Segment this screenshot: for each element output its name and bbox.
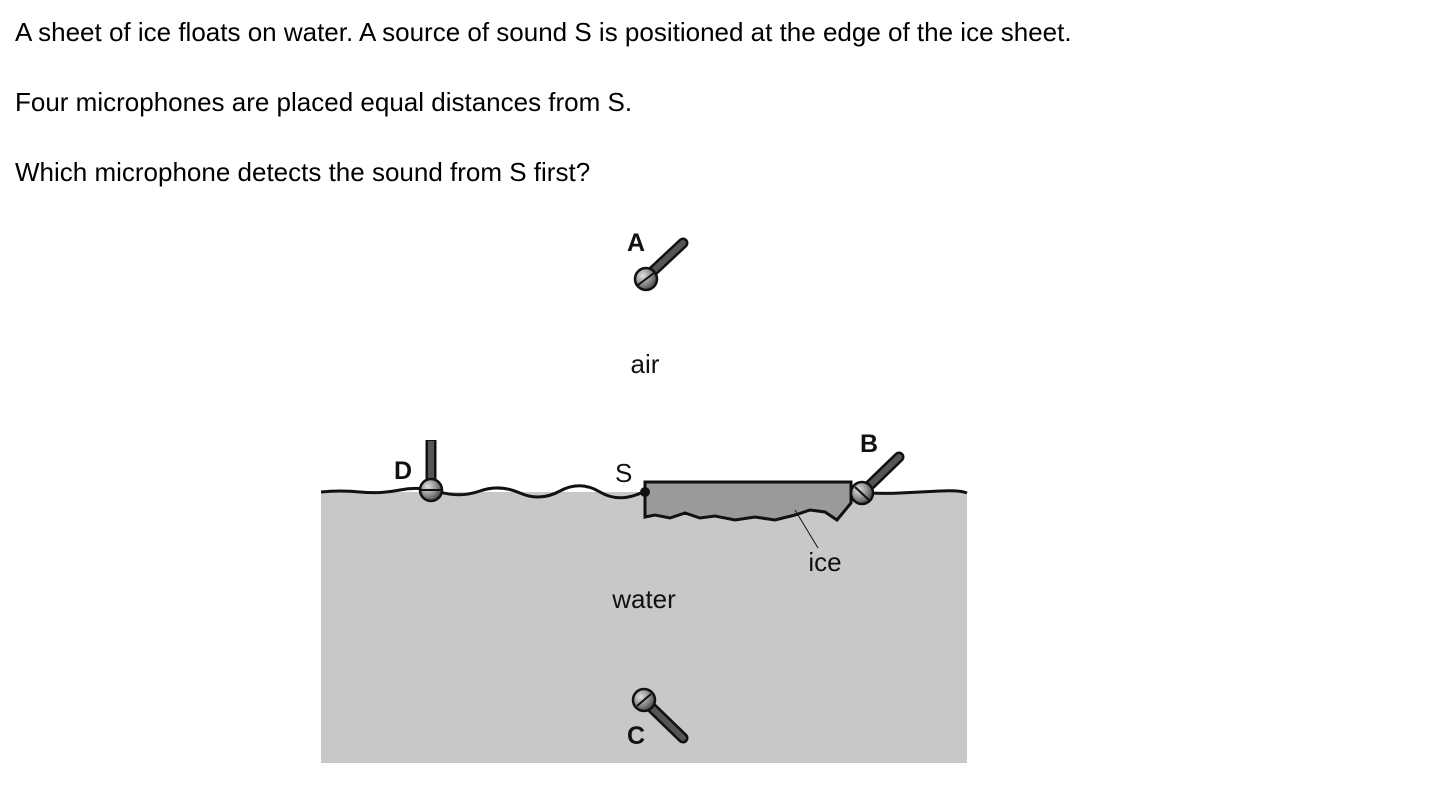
water-surface-right bbox=[850, 489, 968, 495]
microphone-a-label: A bbox=[627, 229, 645, 257]
microphone-d-label: D bbox=[394, 457, 412, 485]
question-line-3: Which microphone detects the sound from … bbox=[15, 157, 591, 187]
source-label: S bbox=[615, 458, 632, 488]
water-region bbox=[321, 492, 967, 763]
microphone-b-icon bbox=[849, 451, 905, 506]
microphone-b-label: B bbox=[860, 430, 878, 458]
microphone-d-icon bbox=[418, 440, 444, 503]
ice-leader-line bbox=[794, 509, 819, 549]
ice-label: ice bbox=[808, 547, 841, 577]
microphone-c-icon bbox=[631, 687, 689, 744]
air-label: air bbox=[631, 349, 660, 379]
question-line-2: Four microphones are placed equal distan… bbox=[15, 87, 633, 117]
microphone-a-icon bbox=[633, 237, 689, 292]
water-label: water bbox=[611, 584, 676, 614]
question-line-1: A sheet of ice floats on water. A source… bbox=[15, 17, 1072, 47]
ice-sheet bbox=[643, 480, 853, 523]
microphone-c-label: C bbox=[627, 722, 645, 750]
sound-source-dot bbox=[640, 487, 650, 497]
water-surface bbox=[320, 484, 646, 500]
